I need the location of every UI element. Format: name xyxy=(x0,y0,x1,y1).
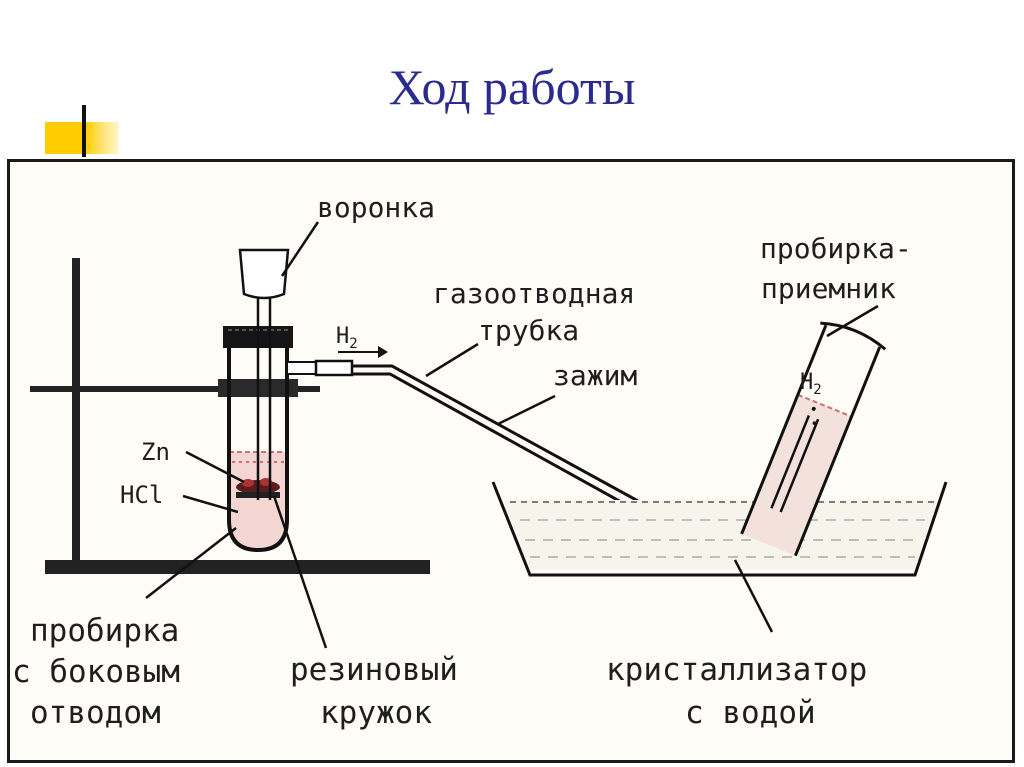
leader-receiver xyxy=(826,304,879,338)
stand-rod xyxy=(72,258,80,562)
label-receiver-2: приемник xyxy=(761,272,896,305)
label-rubber-ring-1: резиновый xyxy=(290,652,458,688)
diagram-labels: воронка газоотводная трубка зажим пробир… xyxy=(12,191,912,731)
leader-gas-tube xyxy=(425,342,479,378)
figure-frame xyxy=(7,159,1015,763)
leader-acid xyxy=(182,494,239,514)
leader-clamp xyxy=(497,394,556,426)
label-acid: HCl xyxy=(120,481,163,509)
crystallizer xyxy=(491,481,948,577)
leader-crystallizer xyxy=(733,559,774,633)
label-clamp: зажим xyxy=(553,359,637,392)
stand-base xyxy=(45,560,430,574)
label-zinc: Zn xyxy=(141,438,170,466)
label-rubber-ring-2: кружок xyxy=(320,695,432,731)
label-gas-in-receiver: H2 xyxy=(800,370,822,398)
funnel xyxy=(238,248,290,500)
leader-zinc xyxy=(185,450,245,484)
gas-symbol: H xyxy=(336,324,349,349)
crystallizer-wall xyxy=(491,481,948,577)
label-side-tube-2: с боковым xyxy=(12,654,180,690)
receiver-wall xyxy=(740,324,882,557)
label-gas-in-tube: H2 xyxy=(336,324,358,352)
slide-title: Ход работы xyxy=(388,59,636,115)
receiver-lip xyxy=(820,321,887,351)
label-funnel: воронка xyxy=(317,191,435,224)
label-crystallizer-2: с водой xyxy=(685,695,816,731)
leader-funnel xyxy=(280,221,320,277)
label-gas-tube-2: трубка xyxy=(478,314,579,347)
label-receiver-1: пробирка- xyxy=(760,232,912,265)
leader-side-tube xyxy=(145,527,237,599)
receiver-gas-symbol: H xyxy=(800,370,813,395)
label-side-tube-3: отводом xyxy=(30,695,161,731)
label-gas-tube-1: газоотводная xyxy=(433,277,635,310)
accent-bar xyxy=(82,105,86,157)
stand-arm xyxy=(30,386,320,392)
water xyxy=(503,500,940,570)
leader-lines xyxy=(145,221,879,649)
receiver-gas-subscript: 2 xyxy=(813,382,821,398)
label-side-tube-1: пробирка xyxy=(30,613,179,649)
side-arm xyxy=(286,361,318,375)
leader-rubber-ring xyxy=(272,495,328,649)
gas-subscript: 2 xyxy=(349,336,357,352)
funnel-cup xyxy=(238,248,290,300)
tube-connector xyxy=(314,359,354,377)
lab-stand xyxy=(30,258,430,574)
receiver-tube xyxy=(740,321,887,557)
label-crystallizer-1: кристаллизатор xyxy=(606,652,867,688)
